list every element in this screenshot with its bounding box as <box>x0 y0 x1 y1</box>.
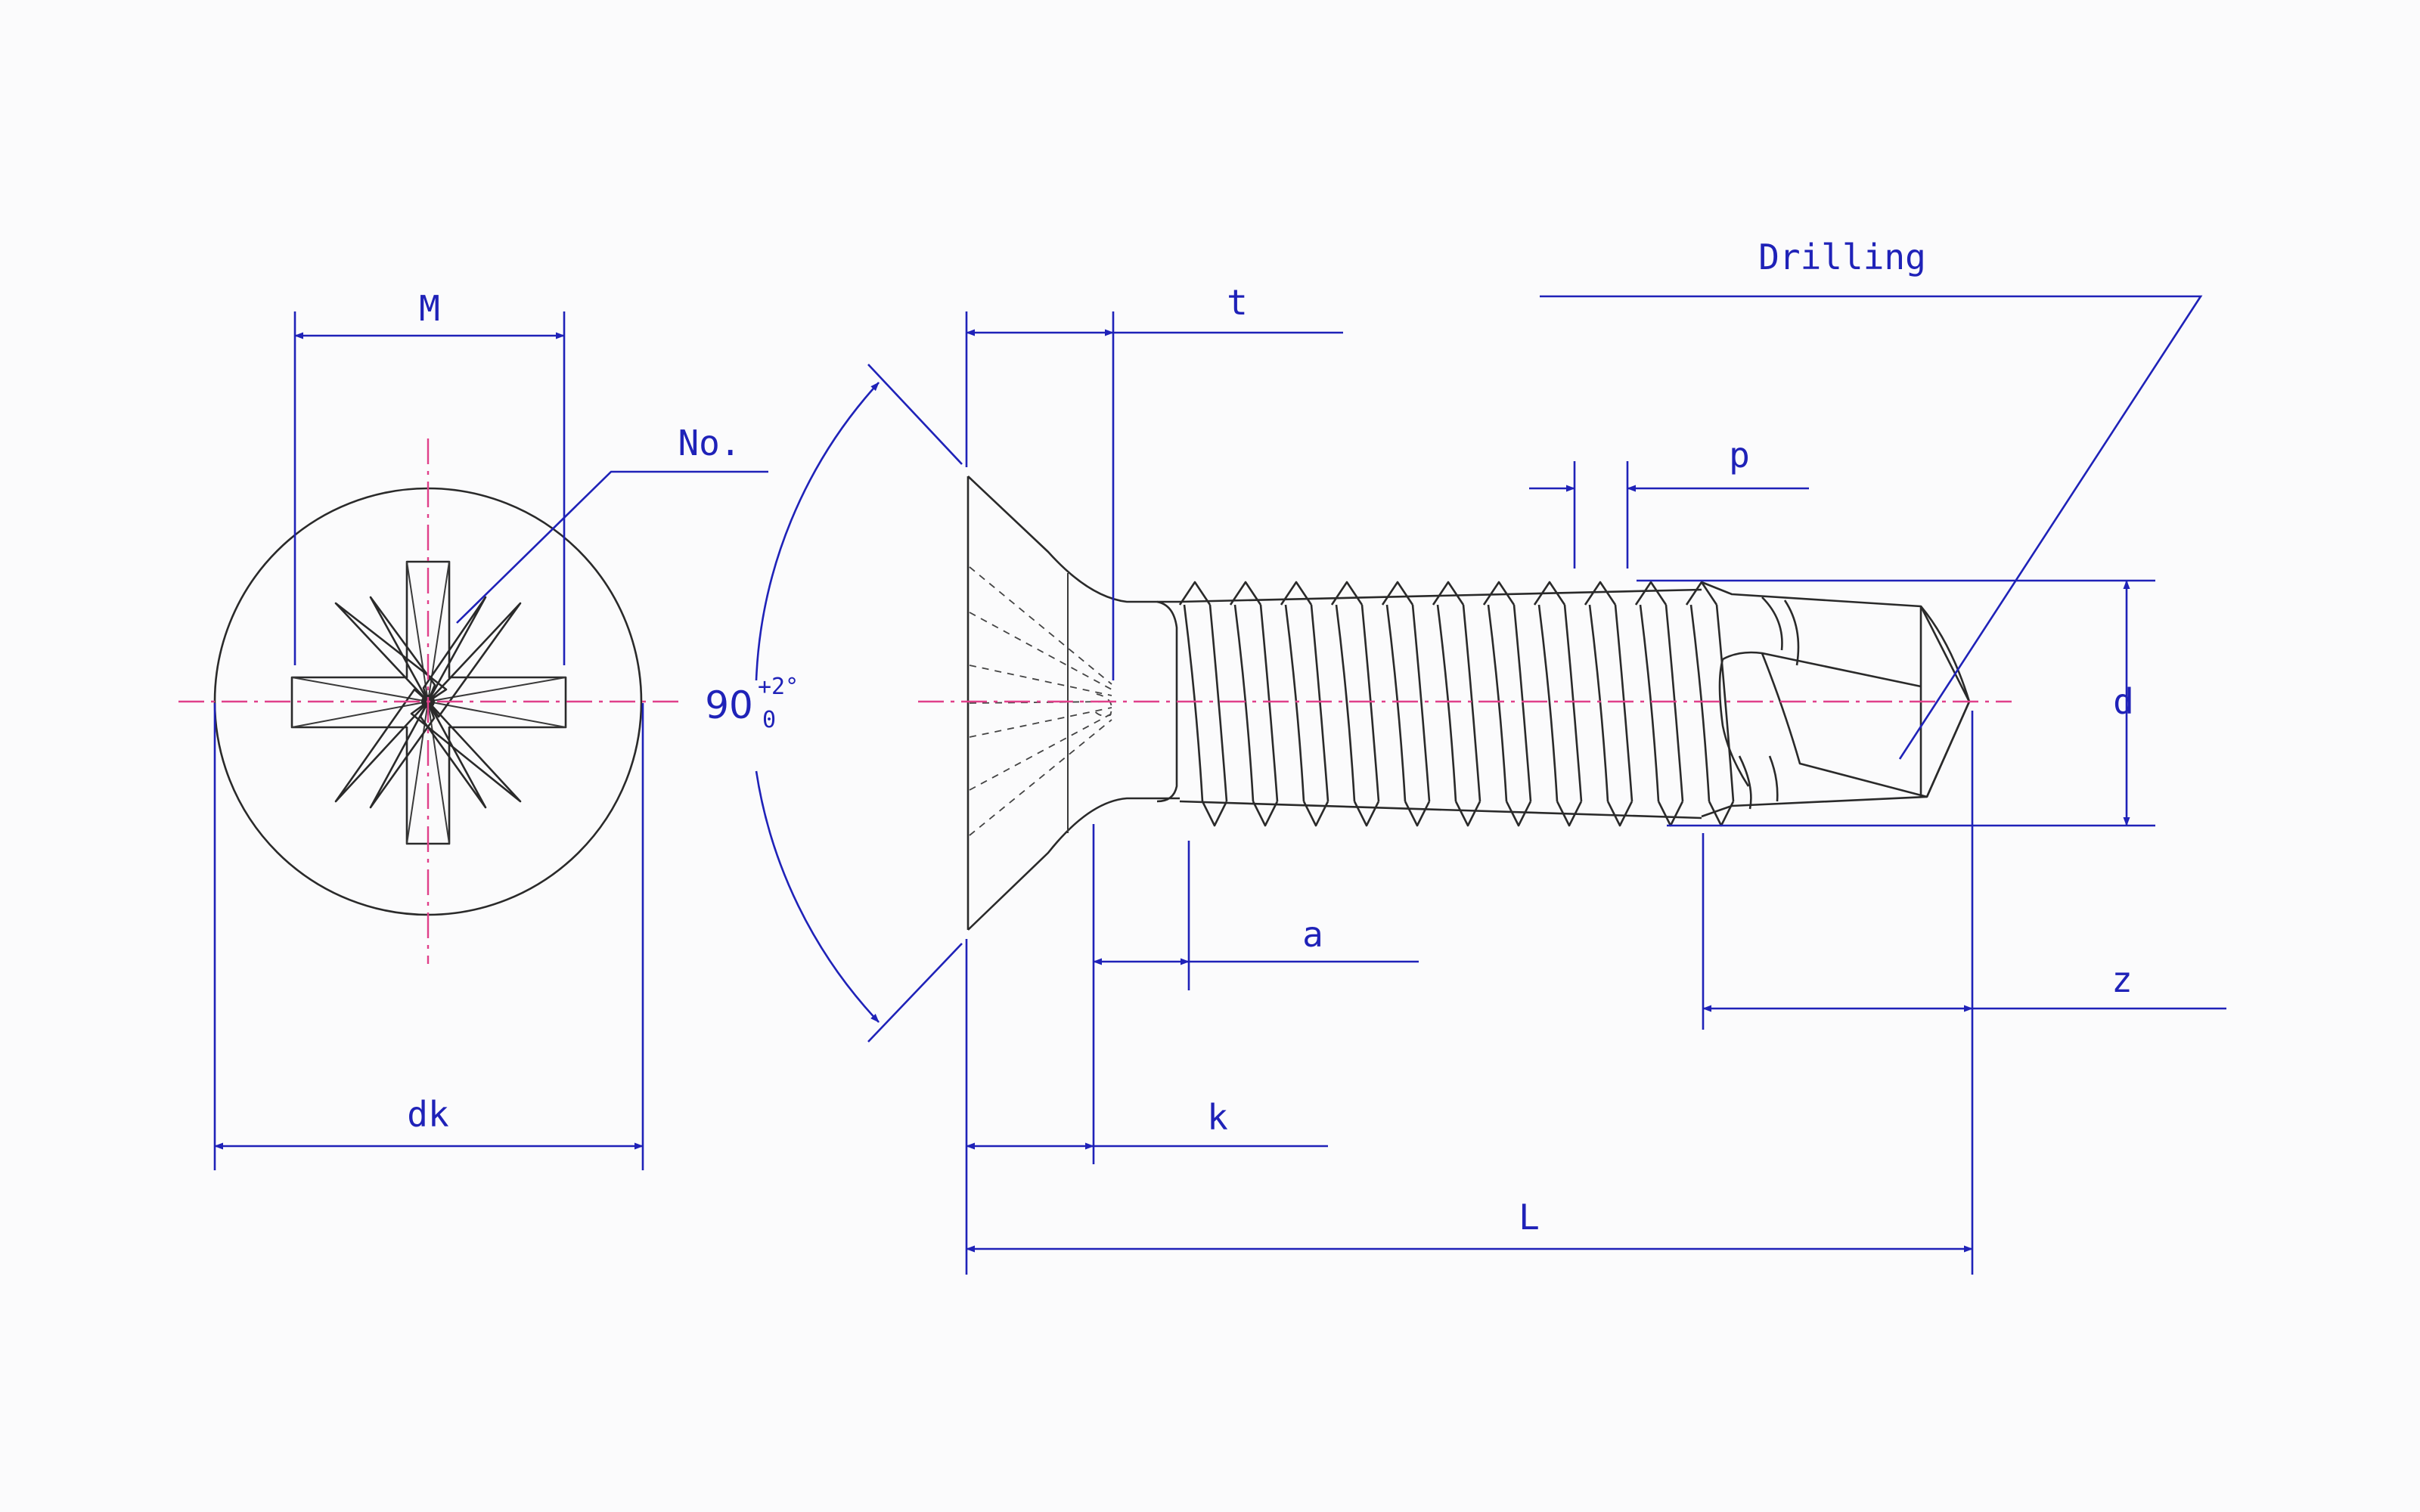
thread-crest <box>1685 581 1735 827</box>
thread-crest <box>1178 581 1228 827</box>
screw-side-view: 90 +2° 0 t Drilling p d <box>705 237 2226 1275</box>
label-L: L <box>1519 1197 1540 1238</box>
dim-d <box>1637 579 2155 827</box>
thread-crest <box>1533 581 1583 827</box>
pozidriv-star-icon <box>334 596 522 809</box>
label-drilling: Drilling <box>1758 237 1926 277</box>
label-angle-tol-lower: 0 <box>762 707 776 733</box>
label-t: t <box>1227 282 1248 323</box>
shank-outline <box>1156 588 1702 820</box>
head-top-view: M No. dk <box>178 288 768 1170</box>
label-a: a <box>1302 914 1323 955</box>
thread-crest <box>1432 581 1481 827</box>
dim-p <box>1529 461 1809 569</box>
label-k: k <box>1207 1097 1228 1138</box>
dim-dk <box>213 703 644 1170</box>
thread-crest <box>1229 581 1279 827</box>
dim-a <box>1092 824 1419 1164</box>
thread-crest <box>1381 581 1431 827</box>
thread-crest <box>1330 581 1380 827</box>
countersunk-head-outline <box>966 476 1180 931</box>
label-z: z <box>2111 959 2133 1000</box>
leader-No <box>456 470 768 624</box>
dim-z <box>1702 711 2226 1275</box>
label-angle-tol-upper: +2° <box>758 674 799 700</box>
recess-hidden-lines <box>969 566 1112 836</box>
dim-t <box>965 311 1343 680</box>
leader-drilling <box>1540 295 2203 760</box>
thread-crest <box>1634 581 1684 827</box>
thread-crests <box>1178 581 1735 827</box>
label-No: No. <box>678 423 740 463</box>
thread-crest <box>1482 581 1532 827</box>
label-p: p <box>1729 435 1750 476</box>
thread-crest <box>1584 581 1634 827</box>
dim-M <box>293 311 566 665</box>
drill-point <box>1701 581 1971 818</box>
dim-angle <box>755 364 963 1043</box>
label-M: M <box>419 288 440 329</box>
label-d: d <box>2113 681 2134 722</box>
thread-crest <box>1280 581 1329 827</box>
label-angle-value: 90 <box>705 683 753 727</box>
dim-k <box>965 939 1328 1275</box>
label-dk: dk <box>407 1094 448 1135</box>
